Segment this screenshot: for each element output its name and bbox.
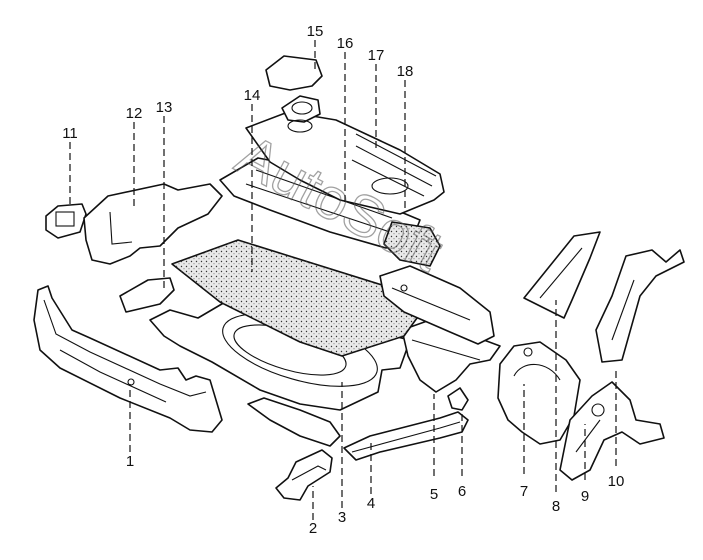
callout-10: 10 (608, 473, 625, 490)
part-4-cross-member (247, 397, 469, 461)
callout-11: 11 (62, 125, 78, 142)
callout-6: 6 (458, 483, 466, 500)
part-11-clip (45, 203, 87, 239)
leader-lines (69, 40, 617, 520)
callout-9: 9 (581, 488, 589, 505)
callout-1: 1 (126, 453, 134, 470)
part-8-pillar-strip (523, 231, 601, 319)
part-12-trim-panel (83, 183, 223, 265)
callout-16: 16 (337, 35, 354, 52)
callout-3: 3 (338, 509, 346, 526)
part-14-floor-mat (171, 239, 431, 357)
part-7-wheel-arch (497, 341, 581, 445)
part-9-inner-arch (559, 381, 665, 481)
callout-8: 8 (552, 498, 560, 515)
callout-15: 15 (307, 23, 324, 40)
callout-7: 7 (520, 483, 528, 500)
callout-4: 4 (367, 495, 375, 512)
part-18-speaker-shelf (383, 221, 441, 267)
callout-5: 5 (430, 486, 438, 503)
part-2-bracket (275, 449, 333, 501)
callout-17: 17 (368, 47, 385, 64)
callout-2: 2 (309, 520, 317, 537)
trunk-side-panel (379, 265, 495, 345)
part-13-bracket (119, 277, 175, 313)
callout-13: 13 (156, 99, 173, 116)
callout-12: 12 (126, 105, 143, 122)
callout-labels: 1 2 3 4 5 6 7 8 9 10 11 12 13 14 15 16 1… (62, 23, 624, 537)
callout-18: 18 (397, 63, 414, 80)
part-10-rear-pillar (595, 249, 685, 363)
callout-14: 14 (244, 87, 261, 104)
part-15-speaker-cover (265, 55, 323, 133)
part-1-rear-panel (33, 285, 223, 433)
